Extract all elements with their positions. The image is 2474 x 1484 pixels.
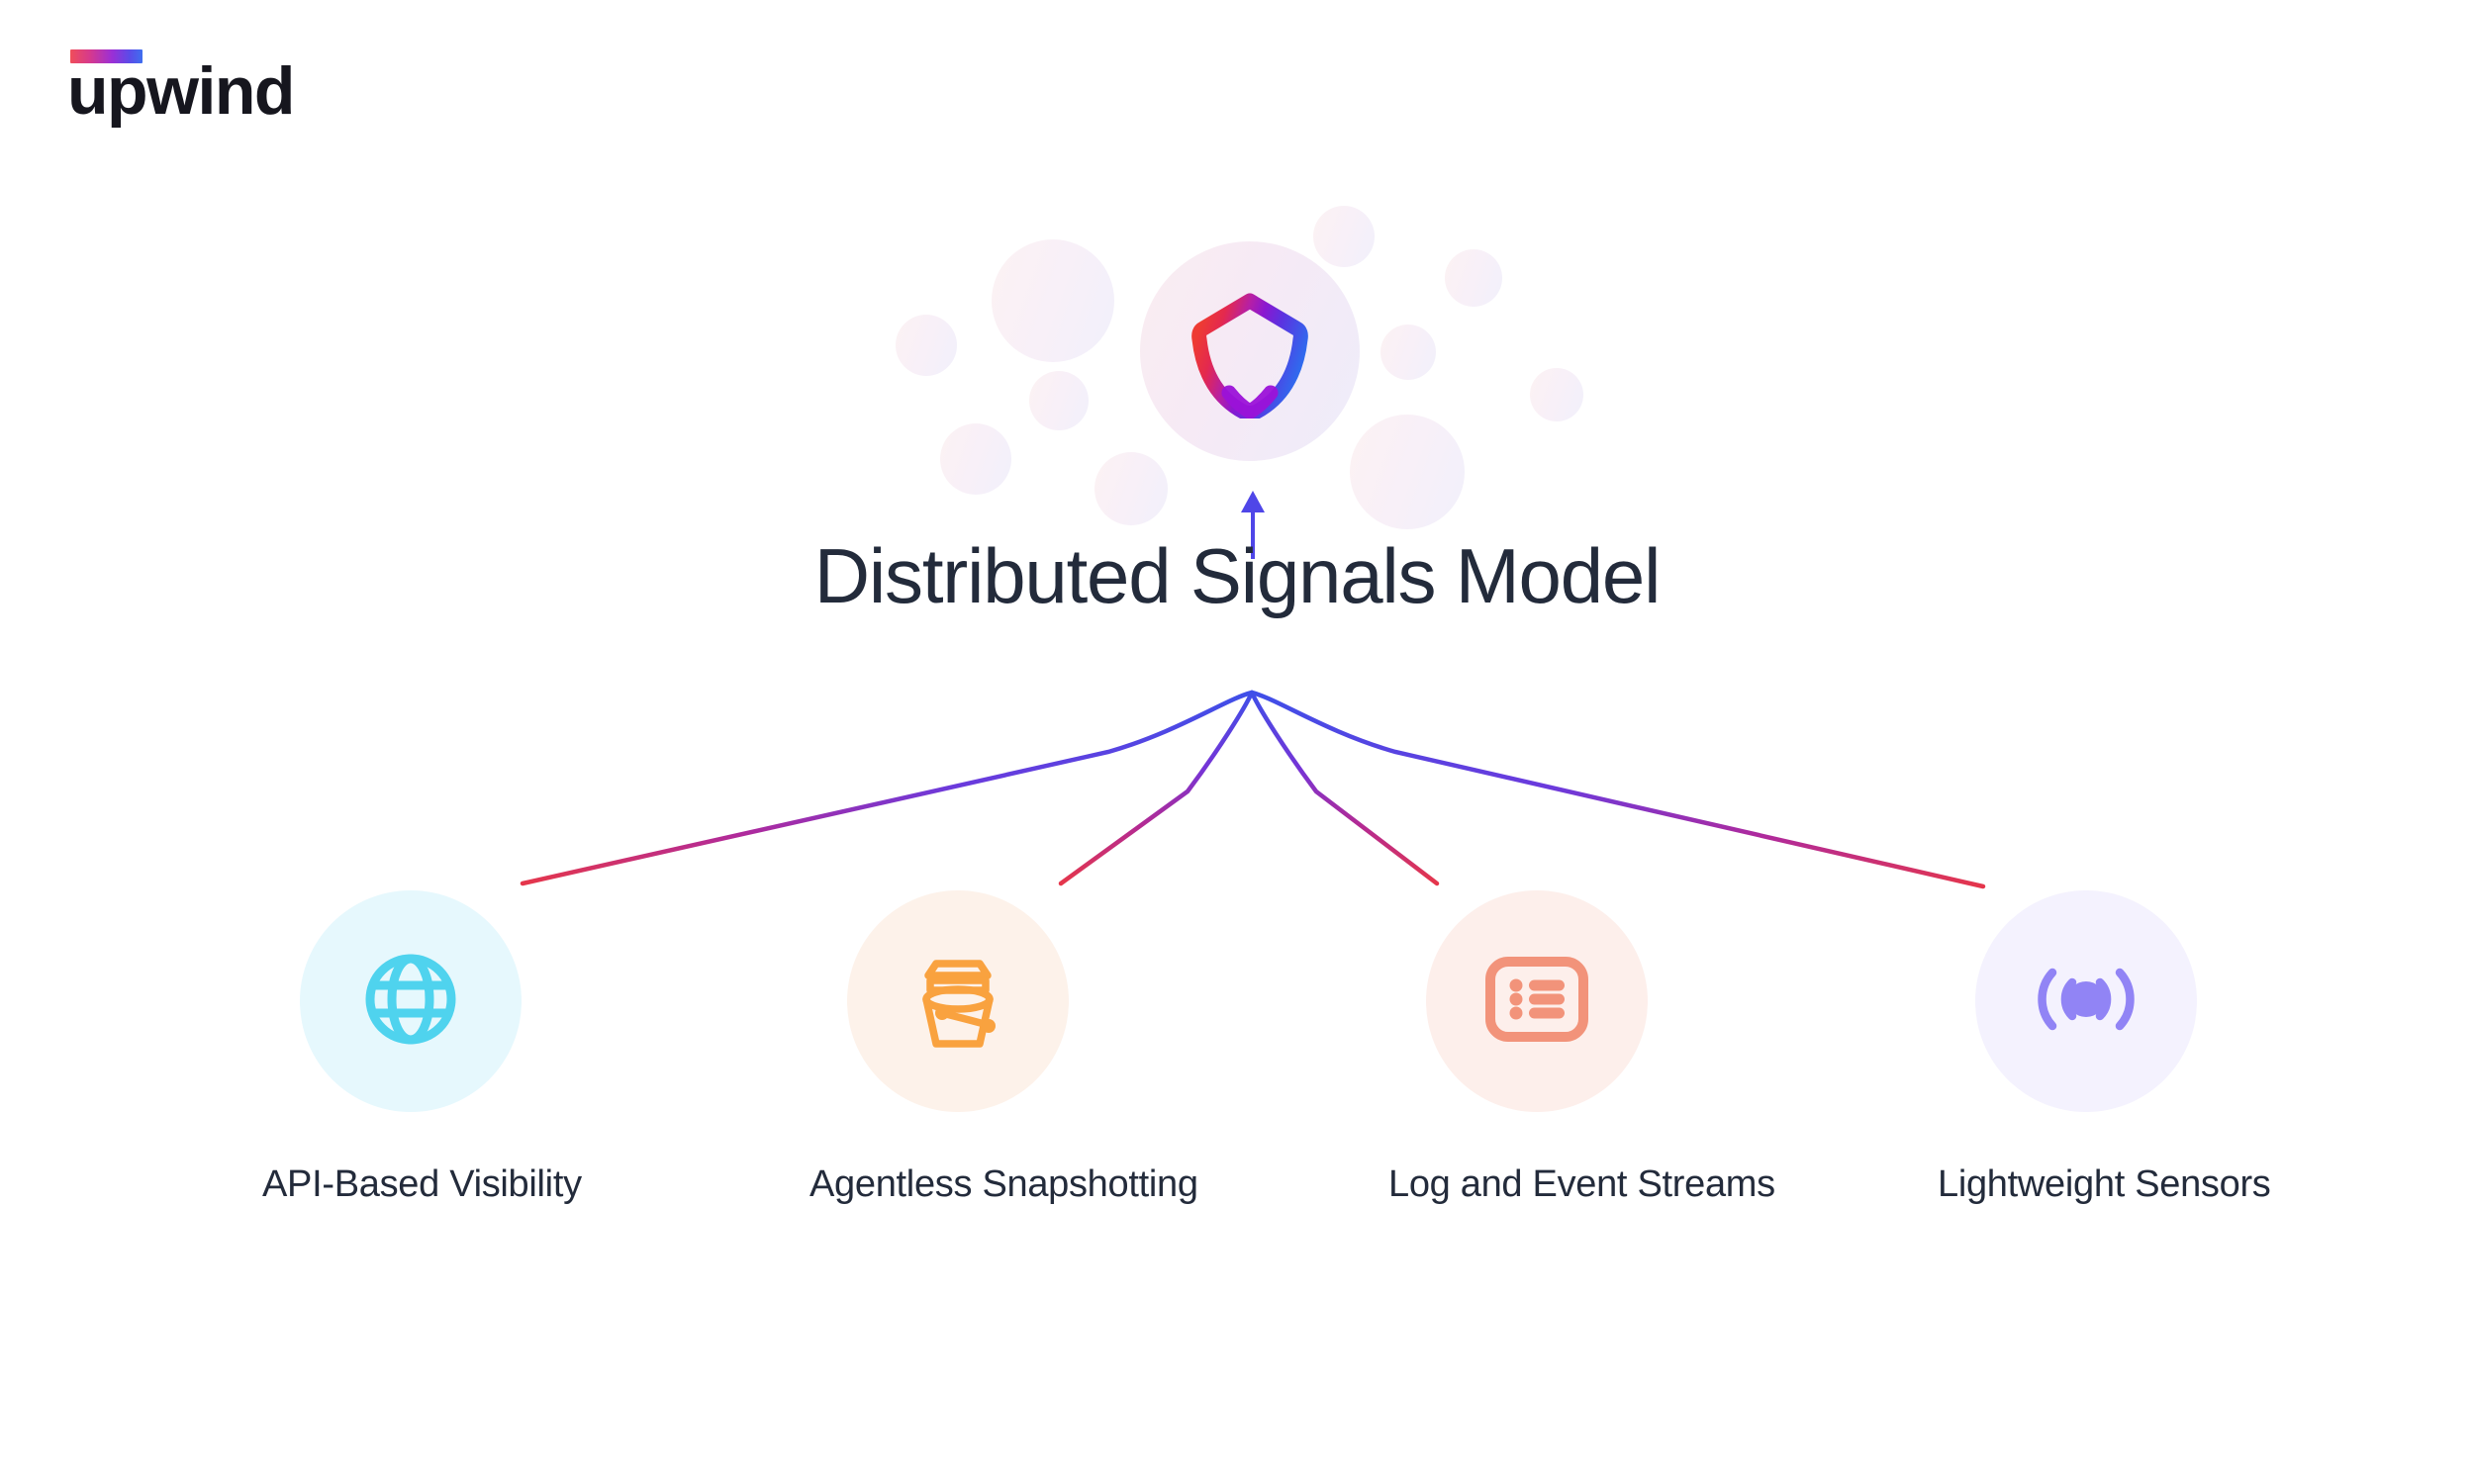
logo-gradient-bar <box>70 49 143 63</box>
decorative-bubble <box>1029 371 1089 430</box>
node-lightweight-sensors[interactable]: Lightweight Sensors <box>1938 890 2271 1206</box>
node-icon-circle <box>300 890 522 1112</box>
hub-bubble-cluster <box>896 206 1583 529</box>
up-arrow-icon <box>1235 490 1271 559</box>
node-icon-circle <box>1975 890 2197 1112</box>
bucket-icon <box>908 948 1007 1056</box>
node-label: Log and Event Streams <box>1388 1163 1775 1205</box>
decorative-bubble <box>1094 452 1168 525</box>
decorative-bubble <box>896 315 957 376</box>
node-label: Lightweight Sensors <box>1938 1163 2271 1205</box>
decorative-bubble <box>992 239 1114 362</box>
hub-halo <box>1140 241 1360 461</box>
logo-wordmark: upwind <box>67 53 295 129</box>
decorative-bubble <box>1313 206 1375 267</box>
decorative-bubble <box>940 423 1011 495</box>
node-api-based-visibility[interactable]: API-Based Visibility <box>262 890 582 1206</box>
decorative-bubble <box>1380 325 1436 380</box>
shield-icon <box>1189 292 1310 420</box>
node-label: API-Based Visibility <box>262 1163 582 1205</box>
node-icon-circle <box>847 890 1069 1112</box>
decorative-bubble <box>1350 415 1465 529</box>
log-list-icon <box>1485 956 1588 1047</box>
decorative-bubble <box>1530 368 1583 421</box>
decorative-bubble <box>1445 249 1502 307</box>
signal-broadcast-icon <box>2032 957 2141 1047</box>
node-icon-circle <box>1426 890 1648 1112</box>
globe-icon <box>361 950 460 1054</box>
node-label: Agentless Snapshotting <box>809 1163 1198 1205</box>
node-agentless-snapshotting[interactable]: Agentless Snapshotting <box>809 890 1198 1206</box>
page-title: Distributed Signals Model <box>813 532 1662 619</box>
node-log-and-event-streams[interactable]: Log and Event Streams <box>1388 890 1775 1206</box>
upwind-logo: upwind <box>67 49 325 139</box>
